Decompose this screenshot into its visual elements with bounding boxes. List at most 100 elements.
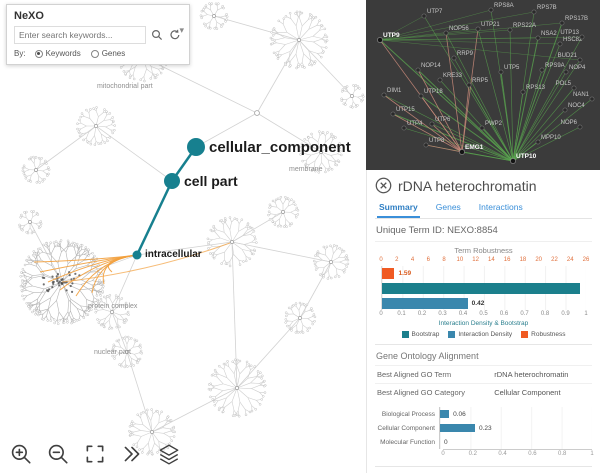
search-input[interactable] — [14, 26, 146, 44]
node-label-protein-complex[interactable]: protein complex — [88, 303, 138, 310]
legend-label: Bootstrap — [411, 331, 440, 338]
gene-label: UTP21 — [481, 22, 500, 28]
gene-node[interactable] — [507, 27, 513, 33]
gene-node[interactable] — [520, 89, 526, 95]
gene-node[interactable] — [488, 7, 494, 13]
gene-node[interactable] — [535, 139, 541, 145]
gene-node[interactable] — [390, 111, 396, 117]
go-bar-value: 0.06 — [453, 410, 466, 418]
gene-node[interactable] — [557, 41, 563, 47]
gene-node[interactable] — [401, 125, 407, 131]
gene-node[interactable] — [377, 37, 383, 43]
gene-node[interactable] — [437, 77, 443, 83]
tab-summary[interactable]: Summary — [377, 199, 420, 218]
gene-node[interactable] — [451, 55, 457, 61]
ontology-tree-panel[interactable]: cellular_component cell part intracellul… — [0, 0, 366, 473]
gene-node[interactable] — [535, 35, 541, 41]
axis-tick: 0.1 — [397, 311, 406, 317]
gene-node[interactable] — [443, 30, 449, 36]
close-button[interactable] — [375, 177, 392, 194]
bar-interaction-density — [382, 298, 468, 309]
axis-tick: 8 — [442, 257, 446, 263]
axis-tick: 0 — [379, 311, 383, 317]
gene-node[interactable] — [418, 93, 424, 99]
gene-node[interactable] — [577, 124, 583, 130]
axis-tick: 0 — [441, 451, 445, 457]
gene-node[interactable] — [415, 67, 421, 73]
selected-term-node[interactable] — [164, 173, 180, 189]
selected-term-node[interactable] — [187, 138, 205, 156]
gene-node[interactable] — [429, 121, 435, 127]
biological-process-heading: Biological Process — [375, 466, 592, 473]
go-row-value: Cellular Component — [492, 383, 592, 401]
gene-node[interactable] — [498, 69, 504, 75]
legend-label: Interaction Density — [458, 331, 513, 338]
legend-item: Robustness — [521, 331, 566, 338]
tab-interactions[interactable]: Interactions — [478, 202, 523, 212]
gene-label: HSC82 — [563, 37, 583, 43]
zoom-out-button[interactable] — [43, 439, 73, 469]
gene-node[interactable] — [589, 96, 595, 102]
node-label-mitochondrial-part[interactable]: mitochondrial part — [97, 83, 153, 90]
go-category-label: Biological Process — [381, 410, 435, 418]
axis-tick: 0 — [379, 257, 383, 263]
gene-node[interactable] — [479, 125, 485, 131]
gene-node[interactable] — [459, 149, 465, 155]
gene-node[interactable] — [559, 20, 565, 26]
gene-node[interactable] — [539, 67, 545, 73]
gene-label: KRE33 — [443, 73, 463, 79]
search-button[interactable] — [149, 28, 164, 43]
go-bar-track: 0 — [439, 435, 592, 449]
axis-tick: 1 — [584, 311, 588, 317]
search-mode-keywords[interactable]: Keywords — [34, 49, 81, 58]
go-row-label: Best Aligned GO Category — [375, 383, 493, 401]
selected-term-node[interactable] — [132, 250, 142, 260]
legend-item: Interaction Density — [448, 331, 512, 338]
fit-view-button[interactable] — [80, 439, 110, 469]
node-label-cellular-component[interactable]: cellular_component — [209, 139, 351, 156]
axis-tick: 0.5 — [479, 311, 488, 317]
gene-label: UTP6 — [435, 117, 451, 123]
axis-tick: 0.9 — [561, 311, 570, 317]
gene-node[interactable] — [475, 26, 481, 32]
gene-node[interactable] — [466, 82, 472, 88]
axis-tick: 20 — [535, 257, 543, 263]
legend-swatch-icon — [521, 331, 529, 338]
gene-node[interactable] — [563, 69, 569, 75]
gene-label: MPP10 — [541, 135, 561, 141]
layers-button[interactable] — [154, 439, 184, 469]
layers-icon — [159, 444, 179, 465]
node-label-nuclear-part[interactable]: nuclear part — [94, 349, 131, 356]
tab-genes[interactable]: Genes — [435, 202, 461, 212]
search-mode-genes[interactable]: Genes — [90, 49, 125, 58]
node-label-cell-part[interactable]: cell part — [184, 173, 238, 189]
bar-value-label: 0.42 — [471, 300, 485, 307]
collapse-caret-icon[interactable]: ▾ — [179, 25, 184, 35]
gene-node[interactable] — [421, 13, 427, 19]
axis-tick: 0.4 — [498, 451, 507, 457]
gene-node[interactable] — [577, 57, 583, 63]
node-label-membrane[interactable]: membrane — [289, 166, 323, 173]
gene-label: NAN1 — [573, 92, 590, 98]
gene-label: BUD21 — [558, 53, 578, 59]
zoom-in-button[interactable] — [6, 439, 36, 469]
axis-tick: 16 — [503, 257, 511, 263]
gene-node[interactable] — [531, 9, 537, 15]
gene-node[interactable] — [579, 34, 585, 40]
reset-button[interactable] — [167, 28, 182, 43]
gene-label: RPS17B — [565, 16, 588, 22]
axis-tick: 26 — [582, 257, 590, 263]
gene-node[interactable] — [571, 85, 577, 91]
node-label-intracellular[interactable]: intracellular — [145, 249, 202, 260]
expand-tree-button[interactable] — [117, 439, 147, 469]
axis-tick: 0.7 — [520, 311, 529, 317]
gene-node[interactable] — [423, 142, 429, 148]
gene-node[interactable] — [510, 158, 516, 164]
gene-node[interactable] — [381, 92, 387, 98]
gene-node[interactable] — [562, 107, 568, 113]
